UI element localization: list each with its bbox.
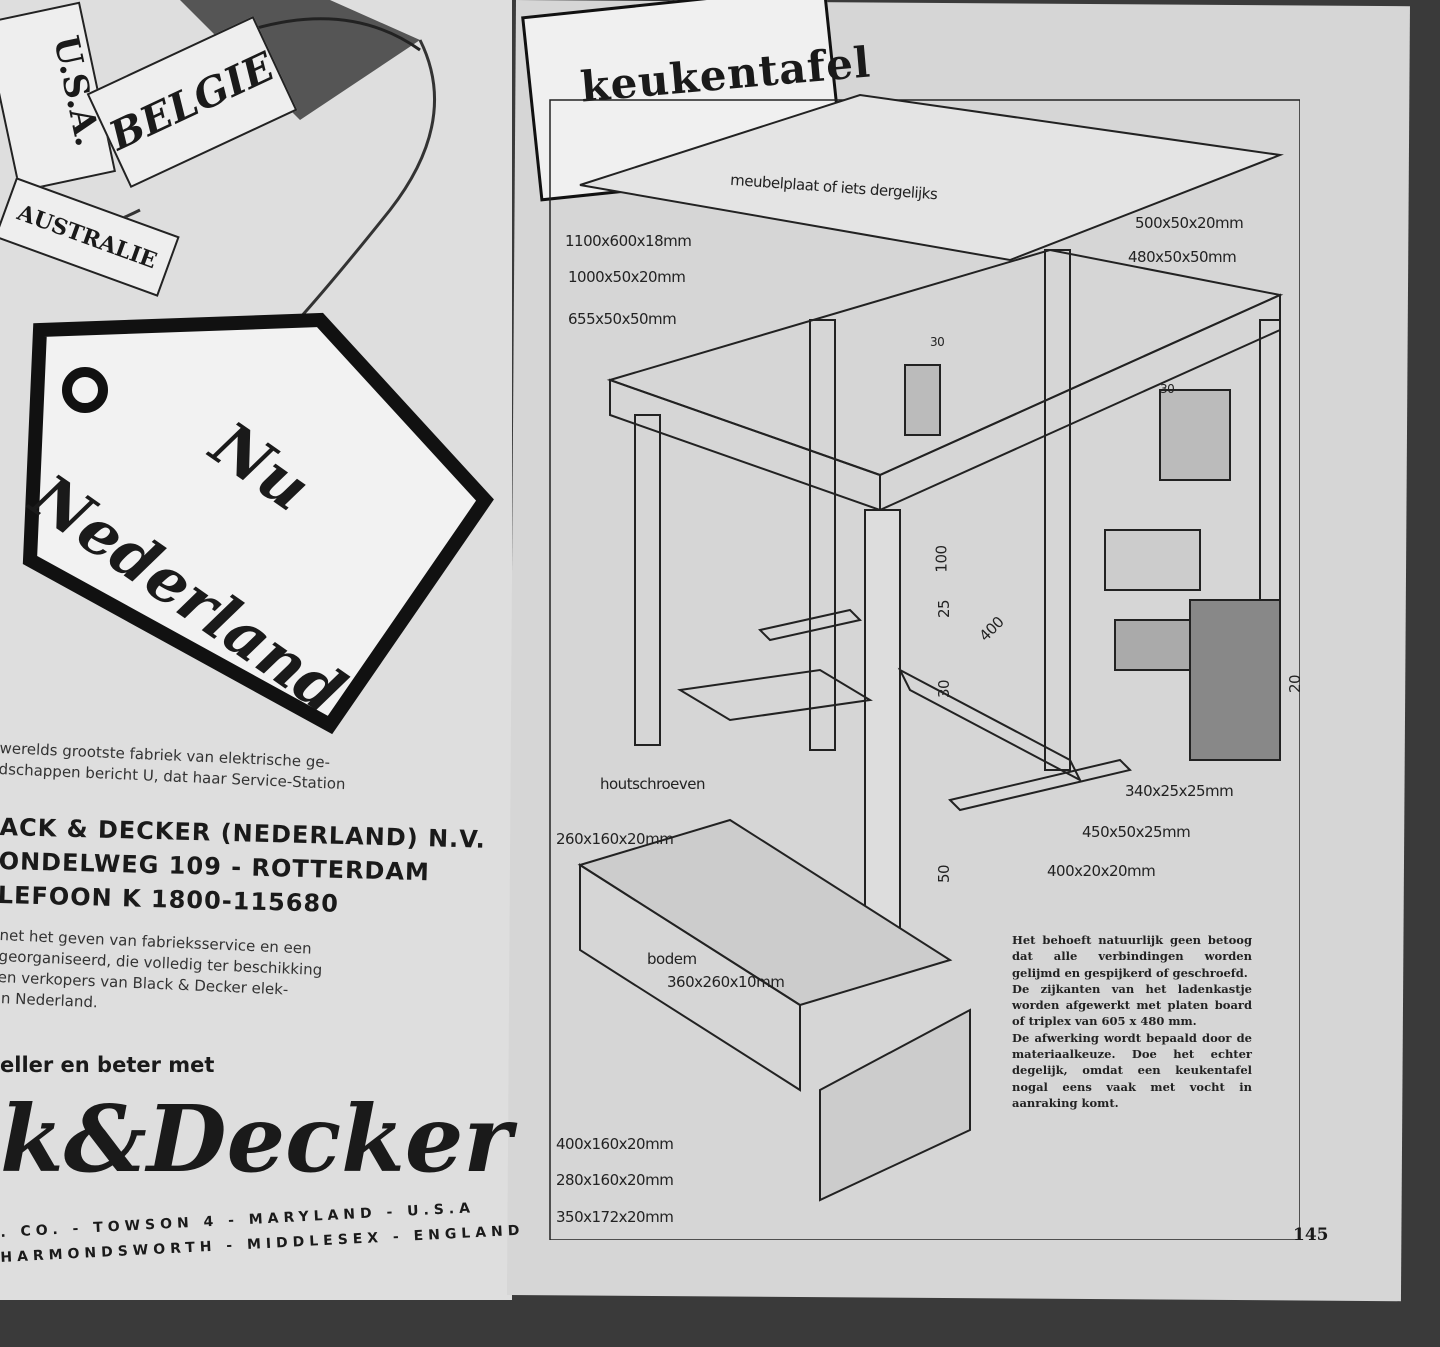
ad-slogan: eller en beter met: [0, 1053, 215, 1077]
label-screws: houtschroeven: [600, 775, 706, 793]
drill-tag-illustration: [0, 0, 494, 735]
dim-top-board: 1100x600x18mm: [565, 232, 692, 250]
measure-30-joint: 30: [930, 335, 945, 349]
dim-leg: 655x50x50mm: [568, 310, 677, 328]
dim-drawer-bottom: 360x260x10mm: [667, 973, 785, 991]
note-paragraph: De afwerking wordt bepaald door de mater…: [1012, 1030, 1252, 1110]
note-paragraph: De zijkanten van het ladenkastje worden …: [1012, 981, 1252, 1029]
black-decker-logo: k&Decker: [0, 1085, 512, 1193]
dim-drawer-front: 350x172x20mm: [556, 1208, 674, 1226]
dim-cross-2: 450x50x25mm: [1082, 823, 1191, 841]
dim-drawer-back-2: 280x160x20mm: [556, 1171, 674, 1189]
label-drawer-bottom: bodem: [647, 950, 697, 968]
measure-30: 30: [935, 679, 954, 699]
dim-cross-1: 340x25x25mm: [1125, 782, 1234, 800]
measure-100: 100: [932, 545, 951, 573]
dim-drawer-back: 260x160x20mm: [556, 830, 674, 848]
ad-body: net het geven van fabrieksservice en een…: [0, 925, 324, 1023]
measure-20: 20: [1286, 674, 1305, 694]
company-address: ACK & DECKER (NEDERLAND) N.V. ONDELWEG 1…: [0, 810, 486, 925]
dim-rail-long: 1000x50x20mm: [568, 268, 686, 286]
measure-50: 50: [935, 864, 954, 884]
dim-cross-3: 400x20x20mm: [1047, 862, 1156, 880]
dim-drawer-side: 400x160x20mm: [556, 1135, 674, 1153]
table-exploded-drawing: [549, 93, 1300, 1240]
measure-25: 25: [935, 599, 954, 619]
instructions-note: Het behoeft natuurlijk geen betoog dat a…: [1012, 932, 1252, 1111]
dim-rail-short: 500x50x20mm: [1135, 214, 1244, 232]
note-paragraph: Het behoeft natuurlijk geen betoog dat a…: [1012, 933, 1252, 980]
page-number: 145: [1293, 1225, 1329, 1245]
dim-rail-short-2: 480x50x50mm: [1128, 248, 1237, 266]
measure-30-joint-2: 30: [1160, 382, 1175, 396]
